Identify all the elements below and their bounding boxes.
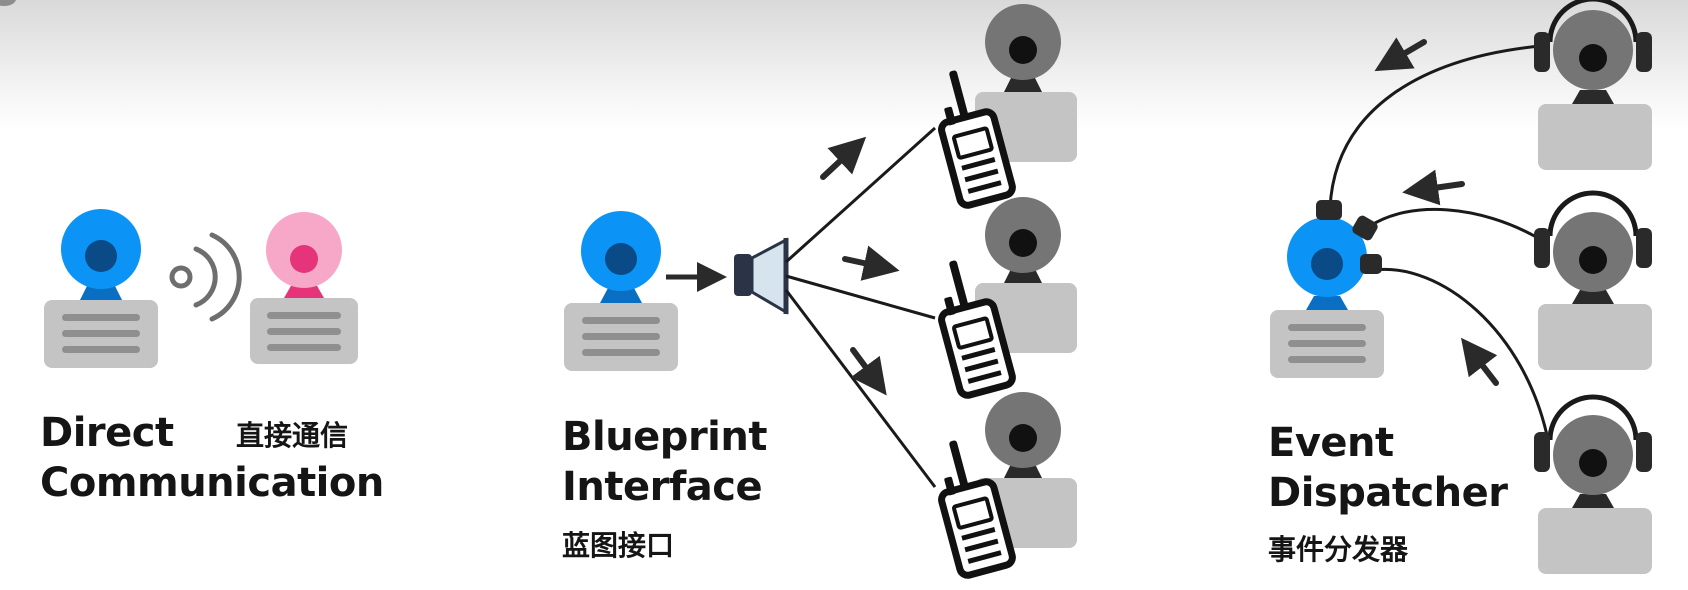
blueprint-title-line1: Blueprint (562, 414, 767, 460)
sender-actor-icon (44, 209, 158, 368)
direction-arrows (820, 136, 900, 396)
headphones-listener-icon (1534, 0, 1652, 170)
receiver-actor-icon (250, 212, 358, 364)
dispatcher-panel (1270, 0, 1652, 574)
megaphone-icon (734, 237, 789, 315)
direct-title-line1: Direct (40, 410, 174, 456)
direction-arrows (1374, 37, 1499, 386)
blueprint-title-zh: 蓝图接口 (562, 529, 675, 562)
walkie-talkie-icon (938, 260, 1016, 399)
window-corner (0, 0, 16, 6)
walkie-talkie-icon (938, 70, 1016, 209)
dispatcher-title-line2: Dispatcher (1268, 470, 1508, 516)
broadcast-lines (784, 126, 937, 488)
headphones-listener-icon (1534, 394, 1652, 574)
binding-lines (1328, 44, 1550, 441)
dispatcher-actor-icon (1270, 200, 1384, 378)
sender-actor-icon (564, 211, 678, 371)
direct-title-line2: Communication (40, 460, 384, 506)
listener-actor-icon (975, 4, 1077, 162)
listener-actor-icon (975, 392, 1077, 548)
headphones-listener-icon (1534, 190, 1652, 370)
dispatcher-title-line1: Event (1268, 420, 1394, 466)
radio-waves-icon (169, 232, 242, 322)
direct-panel (44, 209, 358, 368)
dispatcher-title-zh: 事件分发器 (1268, 533, 1409, 566)
blueprint-title-line2: Interface (562, 464, 763, 510)
blueprint-panel (564, 4, 1077, 579)
walkie-talkie-icon (938, 440, 1016, 579)
direct-title-zh: 直接通信 (236, 419, 349, 452)
